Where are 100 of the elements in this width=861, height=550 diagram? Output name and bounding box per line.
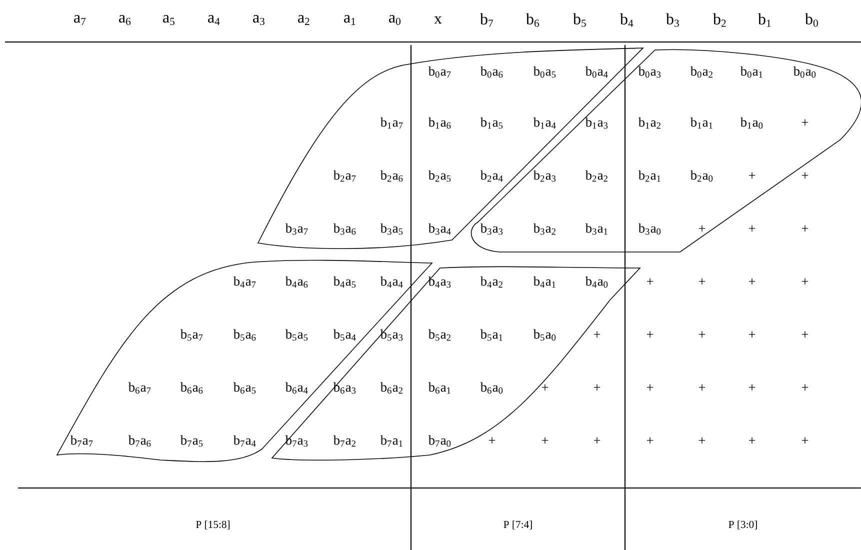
partial-product: b$_{7}$a$_{4}$ (233, 435, 256, 447)
partial-product: b$_{4}$a$_{3}$ (428, 276, 451, 288)
partial-product: b$_{0}$a$_{3}$ (638, 66, 661, 78)
partial-product: b$_{1}$a$_{4}$ (533, 117, 556, 129)
partial-product: b$_{6}$a$_{7}$ (128, 382, 151, 394)
plus-sign: + (748, 225, 756, 232)
plus-sign: + (594, 331, 600, 338)
partial-product: b$_{2}$a$_{5}$ (428, 170, 451, 182)
operand-bit: a$_{1}$ (344, 15, 356, 25)
operand-bit: b$_{7}$ (480, 13, 494, 27)
plus-sign: + (646, 384, 654, 390)
plus-sign: + (594, 437, 600, 444)
partial-product: b$_{2}$a$_{7}$ (333, 170, 356, 182)
product-range-label: P [3:0] (728, 520, 757, 530)
partial-product: b$_{4}$a$_{1}$ (533, 276, 556, 288)
partial-product: b$_{3}$a$_{5}$ (380, 223, 403, 235)
partial-product: b$_{5}$a$_{4}$ (333, 329, 356, 341)
partial-product: b$_{3}$a$_{3}$ (480, 223, 503, 235)
partial-product: b$_{5}$a$_{2}$ (428, 329, 450, 341)
partial-product: b$_{7}$a$_{2}$ (333, 435, 356, 447)
plus-sign: + (748, 331, 756, 338)
plus-sign: + (698, 278, 706, 284)
plus-sign: + (802, 331, 808, 338)
operand-bit: a$_{5}$ (163, 15, 174, 25)
partial-product: b$_{5}$a$_{0}$ (533, 329, 556, 341)
partial-product: b$_{0}$a$_{2}$ (690, 66, 712, 78)
plus-sign: + (594, 384, 600, 390)
plus-sign: + (646, 437, 654, 444)
plus-sign: + (802, 437, 808, 444)
partial-product: b$_{0}$a$_{0}$ (793, 66, 816, 78)
partial-product: b$_{4}$a$_{0}$ (585, 276, 608, 288)
partial-product: b$_{7}$a$_{0}$ (428, 435, 451, 447)
partial-product: b$_{7}$a$_{1}$ (380, 435, 402, 447)
plus-sign: + (802, 278, 808, 284)
partial-product: b$_{4}$a$_{5}$ (333, 276, 356, 288)
partial-product: b$_{1}$a$_{1}$ (690, 117, 712, 129)
partial-product: b$_{4}$a$_{7}$ (233, 276, 256, 288)
partial-product: b$_{3}$a$_{2}$ (533, 223, 556, 235)
operand-bit: b$_{1}$ (758, 13, 771, 27)
plus-sign: + (542, 384, 548, 390)
partial-product: b$_{0}$a$_{5}$ (533, 66, 556, 78)
partial-product: b$_{5}$a$_{3}$ (380, 329, 403, 341)
plus-sign: + (698, 331, 706, 338)
partial-product: b$_{2}$a$_{3}$ (533, 170, 556, 182)
partial-product: b$_{6}$a$_{2}$ (380, 382, 402, 394)
partial-product: b$_{1}$a$_{3}$ (585, 117, 608, 129)
partial-product: b$_{2}$a$_{1}$ (638, 170, 660, 182)
partial-product: b$_{3}$a$_{7}$ (285, 223, 308, 235)
plus-sign: + (698, 384, 706, 390)
partial-product: b$_{5}$a$_{5}$ (285, 329, 308, 341)
partial-product: b$_{0}$a$_{4}$ (585, 66, 608, 78)
partial-product: b$_{2}$a$_{0}$ (690, 170, 713, 182)
partial-product: b$_{4}$a$_{4}$ (380, 276, 403, 288)
plus-sign: + (698, 437, 706, 444)
partial-product: b$_{1}$a$_{0}$ (740, 117, 763, 129)
plus-sign: + (748, 278, 756, 284)
operand-bit: b$_{6}$ (526, 13, 540, 27)
operand-bit: a$_{2}$ (298, 15, 310, 25)
partial-product: b$_{1}$a$_{6}$ (428, 117, 451, 129)
partial-product: b$_{6}$a$_{6}$ (180, 382, 203, 394)
plus-sign: + (802, 172, 808, 178)
partial-product: b$_{3}$a$_{0}$ (638, 223, 661, 235)
partial-product: b$_{0}$a$_{7}$ (428, 66, 451, 78)
plus-sign: + (748, 172, 756, 178)
product-range-label: P [15:8] (196, 520, 230, 530)
plus-sign: + (748, 384, 756, 390)
operand-bit: a$_{4}$ (208, 15, 220, 25)
partial-product: b$_{7}$a$_{5}$ (180, 435, 203, 447)
partial-product: b$_{2}$a$_{4}$ (480, 170, 503, 182)
plus-sign: + (802, 225, 808, 232)
partial-product: b$_{1}$a$_{5}$ (480, 117, 503, 129)
partial-product: b$_{7}$a$_{6}$ (128, 435, 151, 447)
operand-bit: a$_{6}$ (119, 15, 131, 25)
partial-product: b$_{0}$a$_{1}$ (740, 66, 762, 78)
operand-bit: b$_{0}$ (805, 13, 818, 27)
partial-product: b$_{2}$a$_{2}$ (585, 170, 608, 182)
partial-product: b$_{5}$a$_{7}$ (180, 329, 203, 341)
operand-bit: b$_{2}$ (713, 13, 726, 27)
partial-product: b$_{4}$a$_{2}$ (480, 276, 502, 288)
operand-bit: a$_{0}$ (389, 15, 400, 25)
partial-product: b$_{3}$a$_{1}$ (585, 223, 608, 235)
partial-product: b$_{1}$a$_{7}$ (380, 117, 403, 129)
partial-product: b$_{5}$a$_{1}$ (480, 329, 502, 341)
multiply-sign: x (434, 16, 442, 24)
partial-product: b$_{0}$a$_{6}$ (480, 66, 503, 78)
operand-bit: b$_{5}$ (573, 13, 586, 27)
plus-sign: + (748, 437, 756, 444)
plus-sign: + (542, 437, 548, 444)
operand-bit: b$_{3}$ (666, 13, 679, 27)
partial-product: b$_{6}$a$_{0}$ (480, 382, 503, 394)
partial-product: b$_{6}$a$_{5}$ (233, 382, 256, 394)
partial-product: b$_{1}$a$_{2}$ (638, 117, 660, 129)
plus-sign: + (802, 384, 808, 390)
partial-product: b$_{3}$a$_{4}$ (428, 223, 451, 235)
partial-product: b$_{6}$a$_{4}$ (285, 382, 308, 394)
plus-sign: + (646, 278, 654, 284)
plus-sign: + (646, 331, 654, 338)
operand-bit: b$_{4}$ (620, 13, 634, 27)
partial-product: b$_{2}$a$_{6}$ (380, 170, 403, 182)
partial-product: b$_{5}$a$_{6}$ (233, 329, 256, 341)
